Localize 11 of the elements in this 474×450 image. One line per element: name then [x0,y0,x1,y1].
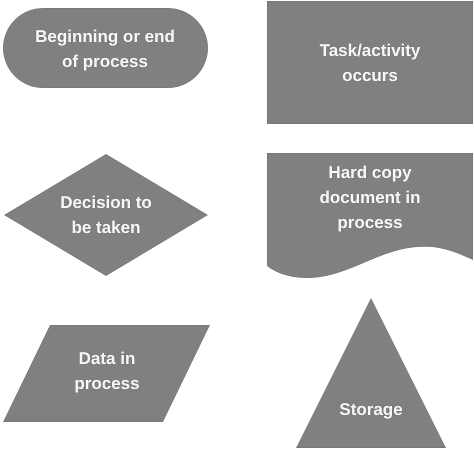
shape-label: Task/activity occurs [318,40,422,87]
shape-label: Data in process [73,348,141,395]
shape-label: Storage [339,399,403,421]
decision-diamond [4,154,208,276]
data-parallelogram [3,325,210,422]
document-shape [267,153,473,278]
shape-label: Decision to be taken [59,192,153,239]
shape-label: Hard copy document in process [318,162,422,234]
shape-label: Beginning or end of process [34,26,176,73]
process-rectangle [267,1,473,124]
storage-triangle [296,298,446,448]
